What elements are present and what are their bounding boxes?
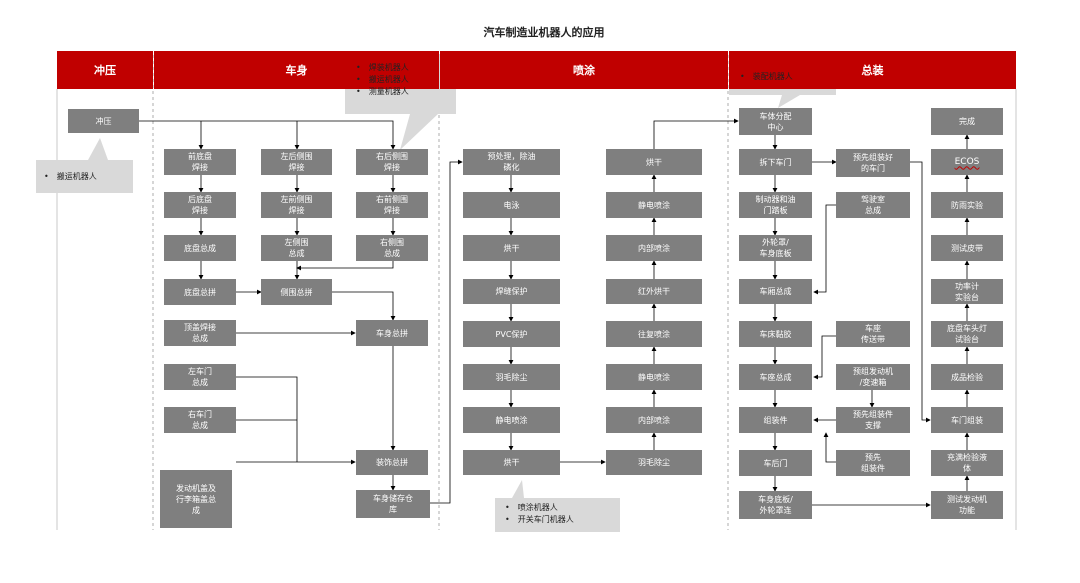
process-box: 内部喷涂 xyxy=(606,235,702,261)
callout-body: 焊装机器人 搬运机器人 测量机器人 xyxy=(356,62,409,98)
process-box: 预先组装好 的车门 xyxy=(836,149,910,177)
process-box: 车体分配 中心 xyxy=(739,108,812,135)
process-box: 测试发动机 功能 xyxy=(931,491,1003,519)
process-box: 羽毛除尘 xyxy=(606,450,702,475)
process-box: 车座 传送带 xyxy=(836,321,910,347)
process-box: 预组发动机 /变速箱 xyxy=(836,364,910,390)
process-box: 顶盖焊接 总成 xyxy=(164,320,236,346)
callout-stamping: 搬运机器人 xyxy=(44,171,97,183)
process-box: 车座总成 xyxy=(739,364,812,390)
process-box: 侧围总拼 xyxy=(261,279,332,305)
diagram-title: 汽车制造业机器人的应用 xyxy=(483,26,605,39)
process-box: 左前侧围 焊接 xyxy=(261,192,332,218)
process-box: 充满检验液 体 xyxy=(931,450,1003,476)
process-box: 预先组装件 支撑 xyxy=(836,407,910,433)
process-box: 预先 组装件 xyxy=(836,450,910,476)
process-box: 底盘总拼 xyxy=(164,279,236,305)
process-box: 右前侧围 焊接 xyxy=(356,192,428,218)
process-box: 右后侧围 焊接 xyxy=(356,149,428,175)
process-box: 功率计 实验台 xyxy=(931,279,1003,304)
process-box: 后底盘 焊接 xyxy=(164,192,236,218)
callout-item: 搬运机器人 xyxy=(44,171,97,183)
process-box: 车床黏胶 xyxy=(739,321,812,347)
process-box: 装饰总拼 xyxy=(356,450,428,475)
process-box: 底盘车头灯 试验台 xyxy=(931,321,1003,347)
process-box: 右车门 总成 xyxy=(164,407,236,433)
process-box: 车门组装 xyxy=(931,407,1003,433)
process-box: 电泳 xyxy=(463,192,560,218)
process-box: 车身储存仓 库 xyxy=(356,490,430,518)
process-box: 车厢总成 xyxy=(739,279,812,304)
section-header-painting: 喷涂 xyxy=(440,51,728,89)
process-box: 车身底板/ 外轮罩连 xyxy=(739,491,812,519)
process-box: 车后门 xyxy=(739,450,812,476)
callout-item: 焊装机器人 xyxy=(356,62,409,74)
process-box: 组装件 xyxy=(739,407,812,433)
callout-item: 喷涂机器人 xyxy=(505,502,574,514)
process-box: 拆下车门 xyxy=(739,149,812,175)
process-box: 预处理，除油 磷化 xyxy=(463,149,560,175)
callout-item: 装配机器人 xyxy=(740,71,793,83)
process-box: 完成 xyxy=(931,108,1003,135)
section-header-stamping: 冲压 xyxy=(57,51,153,89)
process-box: 羽毛除尘 xyxy=(463,364,560,390)
process-box: 制动器和油 门踏板 xyxy=(739,192,812,218)
process-box: 左侧围 总成 xyxy=(261,235,332,261)
process-box: 静电喷涂 xyxy=(606,192,702,218)
process-box: 烘干 xyxy=(606,149,702,175)
process-box: 前底盘 焊接 xyxy=(164,149,236,175)
callout-item: 测量机器人 xyxy=(356,86,409,98)
process-box: PVC保护 xyxy=(463,321,560,347)
process-box: 左后侧围 焊接 xyxy=(261,149,332,175)
process-box: 静电喷涂 xyxy=(463,407,560,433)
process-box: 外轮罩/ 车身底板 xyxy=(739,235,812,261)
process-box: 驾驶室 总成 xyxy=(836,192,910,218)
callout-item: 开关车门机器人 xyxy=(505,514,574,526)
callout-item: 搬运机器人 xyxy=(356,74,409,86)
process-box: ECOS xyxy=(931,149,1003,175)
process-box: 左车门 总成 xyxy=(164,364,236,390)
process-box: 发动机盖及 行李箱盖总 成 xyxy=(160,470,232,528)
process-box: 底盘总成 xyxy=(164,235,236,261)
process-box: 内部喷涂 xyxy=(606,407,702,433)
process-box: 测试皮带 xyxy=(931,235,1003,261)
process-box: 车身总拼 xyxy=(356,320,428,346)
process-box: 红外烘干 xyxy=(606,279,702,304)
process-box: 烘干 xyxy=(463,235,560,261)
process-box: 往复喷涂 xyxy=(606,321,702,347)
callout-painting: 喷涂机器人 开关车门机器人 xyxy=(505,502,574,526)
callout-assembly: 装配机器人 xyxy=(740,71,793,83)
section-header-assembly: 总装 xyxy=(729,51,1016,89)
process-box: 焊缝保护 xyxy=(463,279,560,304)
process-box: 防雨实验 xyxy=(931,192,1003,218)
process-box: 静电喷涂 xyxy=(606,364,702,390)
process-box: 右侧围 总成 xyxy=(356,235,428,261)
process-box: 成品检验 xyxy=(931,364,1003,390)
process-box: 冲压 xyxy=(68,109,139,133)
process-box: 烘干 xyxy=(463,450,560,475)
